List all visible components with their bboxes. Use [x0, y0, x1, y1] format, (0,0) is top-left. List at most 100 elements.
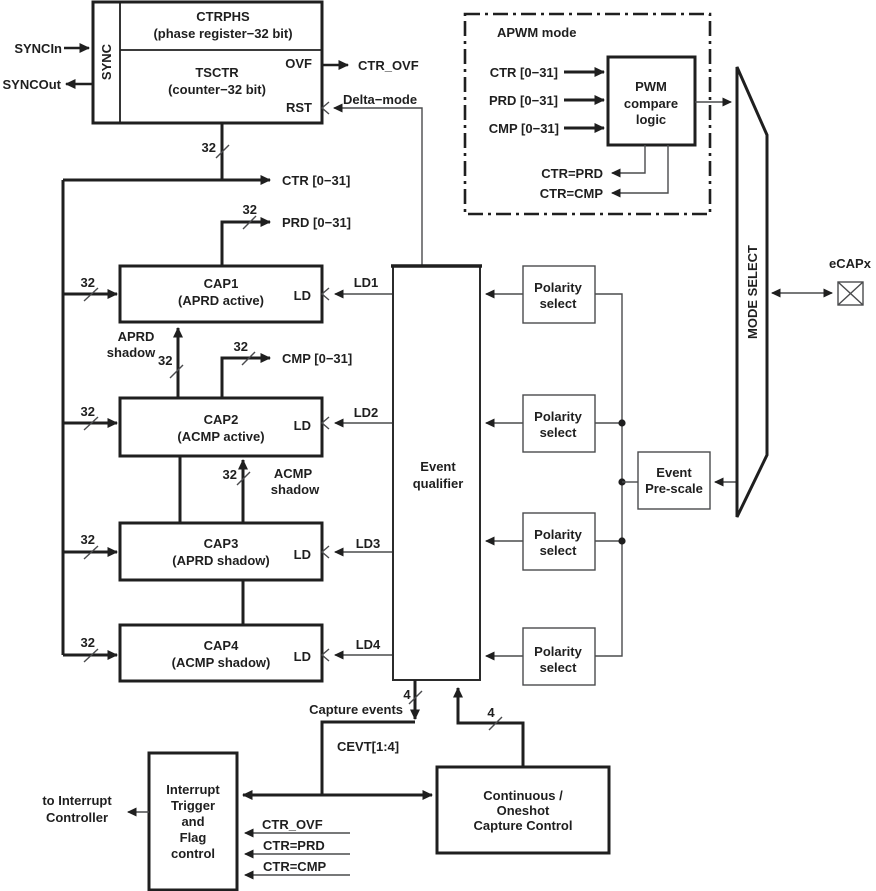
cap4-box — [118, 623, 324, 683]
cap3-block: 32 CAP3 (APRD shadow) LD LD3 — [63, 521, 393, 582]
polarity-3-label2: select — [540, 543, 578, 558]
bus32-acmp-slash — [236, 471, 251, 486]
rst-clock-wedge-icon — [320, 101, 330, 115]
apwm-mode-label: APWM mode — [497, 25, 576, 40]
ovf-port-label: OVF — [285, 56, 312, 71]
capture-control-label3: Capture Control — [474, 818, 573, 833]
cap2-block: 32 CAP2 (ACMP active) LD LD2 — [63, 396, 393, 458]
bus32-cap3-slash — [83, 545, 99, 560]
cmp-bus-label: CMP [0−31] — [282, 351, 352, 366]
polarity-select-1: Polarity select — [485, 265, 596, 324]
ld1-label: LD1 — [354, 275, 379, 290]
polarity-select-4: Polarity select — [485, 627, 596, 686]
polarity-select-3: Polarity select — [485, 512, 596, 571]
cap3-ld-wedge-icon — [320, 545, 330, 559]
junction-dot-3 — [618, 537, 626, 545]
polarity-2-label1: Polarity — [534, 409, 582, 424]
rst-port-label: RST — [286, 100, 312, 115]
mode-select-shape — [735, 66, 769, 518]
bus32-tsctr-label: 32 — [202, 140, 216, 155]
bus32-acmp-label: 32 — [223, 467, 237, 482]
cap2-subtitle: (ACMP active) — [177, 429, 264, 444]
polarity-1-label2: select — [540, 296, 578, 311]
counter-block-box — [91, 0, 324, 125]
interrupt-box — [147, 751, 239, 891]
aprd-shadow-label2: shadow — [107, 345, 156, 360]
bus32-cap4-slash — [83, 648, 99, 663]
polarity-select-1-box — [522, 265, 596, 324]
ctr-ovf-label: CTR_OVF — [358, 58, 419, 73]
prd-bus-label: PRD [0−31] — [282, 215, 351, 230]
cevt-bend — [320, 720, 415, 795]
apwm-ctr-label: CTR [0−31] — [490, 65, 558, 80]
event-prescale-box — [637, 451, 711, 510]
capture-control-block: Continuous / Oneshot Capture Control — [435, 765, 611, 855]
cap3-box — [118, 521, 324, 582]
cap3-title: CAP3 — [204, 536, 239, 551]
cap4-subtitle: (ACMP shadow) — [172, 655, 271, 670]
capture-control-to-eq-arrow — [453, 687, 525, 767]
apwm-cmp-label: CMP [0−31] — [489, 121, 559, 136]
polarity-select-2: Polarity select — [485, 394, 596, 453]
bus32-prd-slash — [242, 215, 257, 230]
ecapx-label: eCAPx — [829, 256, 872, 271]
ctr-bus-label: CTR [0−31] — [282, 173, 350, 188]
bus32-cap4-label: 32 — [81, 635, 95, 650]
event-prescale-block: Event Pre-scale — [622, 451, 736, 510]
bus32-cmp-slash — [241, 351, 256, 366]
polarity-3-label1: Polarity — [534, 527, 582, 542]
ld2-label: LD2 — [354, 405, 379, 420]
pwm-compare-box — [606, 55, 697, 147]
polarity-feed-bus — [595, 293, 623, 657]
bus32-aprd-label: 32 — [158, 353, 172, 368]
polarity-2-label2: select — [540, 425, 578, 440]
cap1-subtitle: (APRD active) — [178, 293, 264, 308]
cap2-ld-port: LD — [294, 418, 311, 433]
mode-select-label: MODE SELECT — [745, 245, 760, 339]
cap2-box — [118, 396, 324, 458]
bus4-control-slash — [488, 716, 503, 731]
ctrphs-title: CTRPHS — [196, 9, 250, 24]
delta-mode-wire — [333, 103, 423, 266]
prescale-label1: Event — [656, 465, 692, 480]
bus32-cap1-slash — [83, 287, 99, 302]
cap4-ld-wedge-icon — [320, 648, 330, 662]
ld3-label: LD3 — [356, 536, 381, 551]
cap4-ld-port: LD — [294, 649, 311, 664]
polarity-1-label1: Polarity — [534, 280, 582, 295]
interrupt-label3: and — [181, 814, 204, 829]
capture-control-label2: Oneshot — [497, 803, 550, 818]
syncout-label: SYNCOut — [3, 77, 62, 92]
junction-dot-1 — [618, 419, 626, 427]
bus32-aprd-slash — [169, 364, 184, 379]
bus32-cap3-label: 32 — [81, 532, 95, 547]
bus4-capture-label: 4 — [403, 687, 411, 702]
ctr-eq-cmp-label: CTR=CMP — [540, 186, 604, 201]
bus4-control-label: 4 — [487, 705, 495, 720]
prd-bus-arrow — [220, 217, 271, 266]
interrupt-label5: control — [171, 846, 215, 861]
sync-label: SYNC — [99, 43, 114, 80]
ctr-eq-prd-flag-label: CTR=PRD — [263, 838, 325, 853]
event-qualifier-label1: Event — [420, 459, 456, 474]
capture-control-box — [435, 765, 611, 855]
polarity-4-label1: Polarity — [534, 644, 582, 659]
to-interrupt-label1: to Interrupt — [42, 793, 112, 808]
cap3-ld-port: LD — [294, 547, 311, 562]
cap1-box — [118, 264, 324, 324]
interrupt-label4: Flag — [180, 830, 207, 845]
cap4-block: 32 CAP4 (ACMP shadow) LD LD4 — [63, 623, 393, 683]
bus32-prd-label: 32 — [243, 202, 257, 217]
cap4-title: CAP4 — [204, 638, 239, 653]
event-qualifier-block: Event qualifier — [391, 264, 482, 681]
aprd-shadow-label1: APRD — [118, 329, 155, 344]
acmp-shadow-label2: shadow — [271, 482, 320, 497]
capture-control-label1: Continuous / — [483, 788, 563, 803]
apwm-prd-label: PRD [0−31] — [489, 93, 558, 108]
event-qualifier-label2: qualifier — [413, 476, 464, 491]
interrupt-block: Interrupt Trigger and Flag control to In… — [42, 751, 350, 891]
prescale-label2: Pre-scale — [645, 481, 703, 496]
ecapx-pin: eCAPx — [771, 256, 872, 306]
cap1-ld-wedge-icon — [320, 287, 330, 301]
